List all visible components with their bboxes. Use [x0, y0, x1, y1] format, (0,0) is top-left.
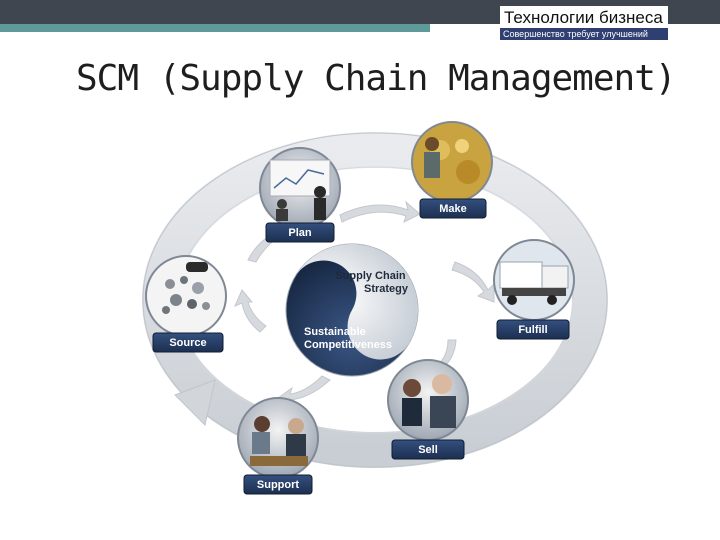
plan-label: Plan	[288, 227, 312, 239]
fulfill-label-box	[496, 319, 570, 340]
stage-sell: Sell	[387, 359, 469, 460]
company-logo: Технологии бизнеса Совершенство требует …	[500, 6, 668, 40]
stage-source: Source	[145, 255, 227, 353]
source-label-box	[152, 332, 224, 353]
logo-subtitle: Совершенство требует улучшений	[500, 28, 668, 40]
slide-title: SCM (Supply Chain Management)	[76, 58, 677, 99]
sell-label-box	[391, 439, 465, 460]
make-label: Make	[439, 203, 467, 215]
make-label-box	[419, 198, 487, 219]
fulfill-label: Fulfill	[518, 324, 547, 336]
center-top-label: Supply Chain Strategy	[335, 270, 409, 295]
source-label: Source	[169, 337, 206, 349]
arrow-support-to-source	[234, 289, 267, 333]
arrow-make-to-fulfill	[451, 261, 495, 303]
header-teal-band	[0, 24, 720, 32]
stage-fulfill: Fulfill	[493, 239, 575, 340]
arrow-plan-to-make	[339, 200, 421, 223]
support-label: Support	[257, 479, 299, 491]
arrow-sell-to-support	[277, 375, 331, 410]
stage-plan: Plan	[259, 147, 341, 243]
support-label-box	[243, 474, 313, 495]
logo-title: Технологии бизнеса	[504, 8, 663, 27]
plan-label-box	[265, 222, 335, 243]
center-strategy-circle: Supply Chain Strategy Sustainable Compet…	[285, 243, 419, 377]
sell-label: Sell	[418, 444, 438, 456]
stage-support: Support	[237, 397, 319, 495]
ring-arrowhead	[174, 379, 216, 426]
center-bottom-label: Sustainable Competitiveness	[304, 326, 392, 351]
stage-make: Make	[411, 121, 493, 219]
